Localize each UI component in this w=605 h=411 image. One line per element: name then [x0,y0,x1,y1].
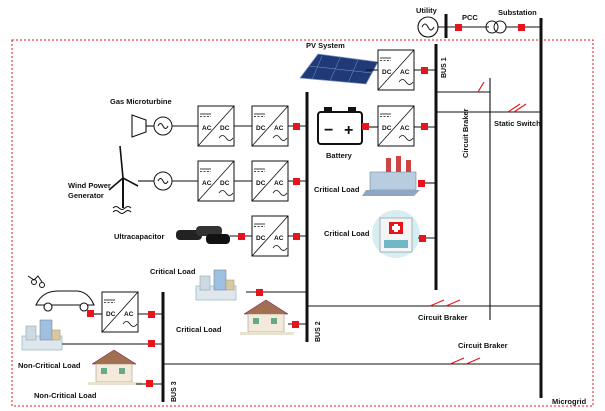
microturbine-generator-icon [153,116,173,136]
svg-text:+: + [344,122,353,139]
microturbine-dcac-converter: DC AC [251,105,289,147]
svg-text:DC: DC [256,235,266,242]
bus3-circuit-braker [449,357,465,365]
bus2-circuit-braker [429,299,445,307]
critical-load-3-breaker [256,289,263,296]
bus1-label: BUS 1 [441,57,448,78]
substation-label: Substation [498,8,537,17]
static-switch-icon [507,103,527,113]
microturbine-acdc-converter: AC DC [197,105,235,147]
microgrid-boundary [11,39,594,407]
critical-load-2-label: Critical Load [324,229,370,238]
battery-ac-breaker [421,123,428,130]
circuit-braker-3-label: Circuit Braker [458,341,508,350]
wind-dcac-converter: DC AC [251,160,289,202]
critical-load-1-breaker [418,180,425,187]
pv-system-label: PV System [306,41,345,50]
svg-text:AC: AC [202,180,212,187]
static-switch-label: Static Switch [494,119,541,128]
ev-breaker [87,310,94,317]
ultracapacitor-converter: DC AC [251,215,289,257]
svg-text:DC: DC [220,125,230,132]
non-critical-load-2-breaker [146,380,153,387]
pv-panel-icon [299,53,379,85]
circuit-braker-2-label: Circuit Braker [418,313,468,322]
pv-breaker [421,67,428,74]
utility-source [417,16,439,38]
wind-generator-icon [153,171,173,191]
svg-text:AC: AC [124,311,134,318]
svg-text:DC: DC [256,180,266,187]
hospital-icon [372,210,420,258]
wind-breaker [293,178,300,185]
svg-text:DC: DC [106,311,116,318]
utility-label: Utility [416,6,438,15]
non-critical-load-1-label: Non-Critical Load [18,361,81,370]
non-critical-load-2-house-icon [87,349,143,386]
svg-text:DC: DC [220,180,230,187]
critical-load-4-breaker [292,321,299,328]
critical-load-4-house-icon [239,299,295,336]
svg-text:AC: AC [202,125,212,132]
battery-label: Battery [326,151,353,160]
svg-text:AC: AC [274,125,284,132]
critical-load-1-label: Critical Load [314,185,360,194]
gas-microturbine-label: Gas Microturbine [110,97,172,106]
substation-breaker [518,24,525,31]
svg-text:DC: DC [382,125,392,132]
svg-text:−: − [324,122,333,139]
wind-turbine-icon [108,145,139,214]
ultracapacitor-ac-breaker [293,233,300,240]
ultracapacitor-breaker [238,233,245,240]
bus3-label: BUS 3 [171,381,178,402]
microturbine-breaker [293,123,300,130]
pv-converter: DC AC [377,49,415,91]
ev-ac-breaker [148,311,155,318]
svg-text:DC: DC [256,125,266,132]
pcc-label: PCC [462,13,478,22]
wind-label-line1: Wind Power [68,181,111,190]
ultracapacitor-icon [176,226,230,244]
non-critical-load-1-breaker [148,340,155,347]
ev-converter: DC AC [101,291,139,333]
bus2-label: BUS 2 [315,321,322,342]
wind-acdc-converter: AC DC [197,160,235,202]
critical-load-4-label: Critical Load [176,325,222,334]
svg-text:AC: AC [400,125,410,132]
critical-load-3-label: Critical Load [150,267,196,276]
circuit-braker-1-label: Circuit Braker [461,108,470,158]
battery-breaker [362,123,369,130]
non-critical-load-1-building-icon [21,319,63,351]
wind-label-line2: Generator [68,191,104,200]
ultracapacitor-label: Ultracapacitor [114,232,165,241]
svg-text:AC: AC [274,180,284,187]
microgrid-label: Microgrid [552,397,587,406]
svg-text:AC: AC [400,69,410,76]
pcc-breaker [455,24,462,31]
factory-icon [362,156,420,196]
svg-text:AC: AC [274,235,284,242]
non-critical-load-2-label: Non-Critical Load [34,391,97,400]
critical-load-3-building-icon [195,269,237,301]
electric-car-icon [27,275,95,312]
critical-load-2-breaker [419,235,426,242]
battery-icon: − + [317,107,363,145]
bus1-circuit-braker [477,81,485,93]
svg-text:DC: DC [382,69,392,76]
battery-converter: DC AC [377,105,415,147]
turbine-icon [131,114,147,138]
